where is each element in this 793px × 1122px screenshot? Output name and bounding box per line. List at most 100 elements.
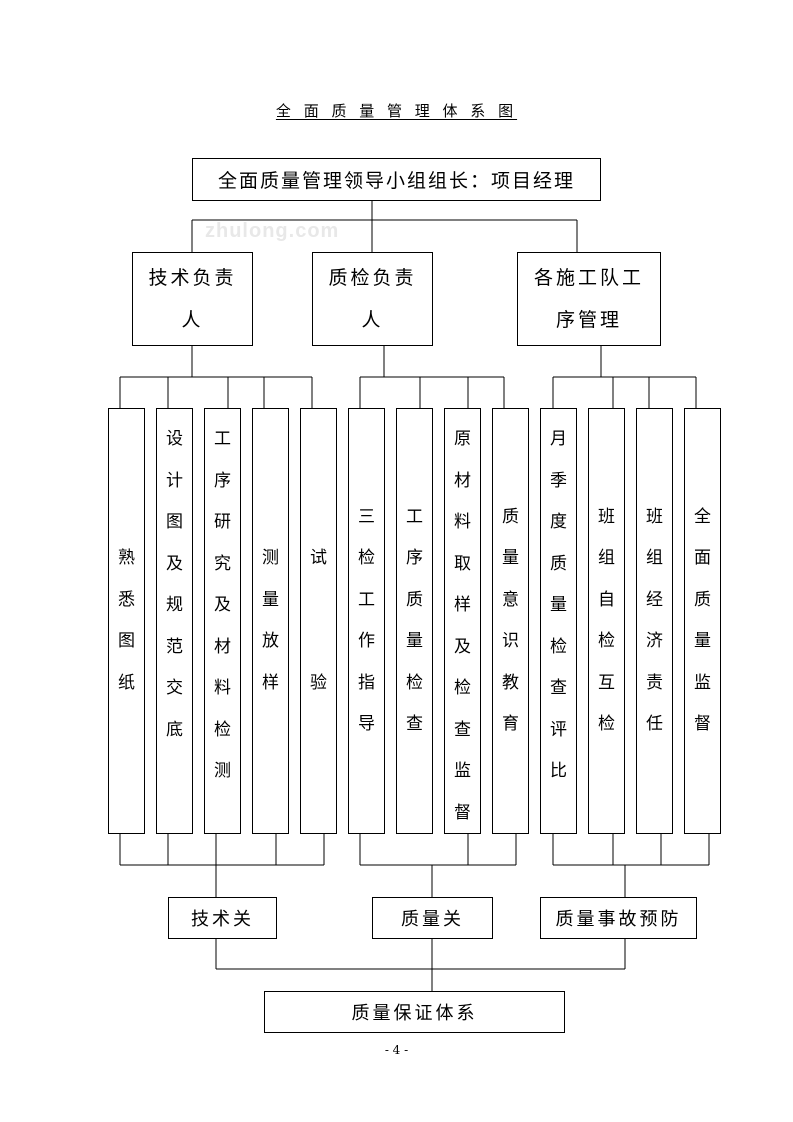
column-char: 质 (550, 553, 567, 574)
task-column: 三检工作指导 (348, 408, 385, 834)
column-char: 熟 (118, 548, 135, 568)
leader-group-box: 全面质量管理领导小组组长：项目经理 (192, 158, 601, 201)
column-char: 全 (694, 506, 711, 527)
column-char: 料 (454, 512, 471, 532)
tech-lead-box: 技术负责人 (132, 252, 253, 346)
column-char: 督 (454, 802, 471, 823)
column-char: 作 (358, 631, 375, 651)
column-char: 规 (166, 595, 183, 615)
quality-gate-box: 质量关 (372, 897, 493, 939)
watermark: zhulong.com (205, 220, 340, 242)
column-char: 量 (550, 595, 567, 615)
column-char: 究 (214, 553, 231, 574)
accident-prevention-box: 质量事故预防 (540, 897, 697, 939)
column-char: 指 (358, 672, 375, 693)
column-char: 查 (406, 714, 423, 734)
column-char: 互 (598, 672, 615, 693)
column-char: 量 (406, 631, 423, 651)
column-char: 识 (502, 631, 519, 651)
column-char: 试 (310, 548, 327, 568)
column-char: 导 (358, 714, 375, 734)
task-column: 设计图及规范交底 (156, 408, 193, 834)
column-char: 材 (454, 470, 471, 491)
column-char: 放 (262, 631, 279, 651)
column-char: 监 (454, 761, 471, 781)
column-char: 月 (550, 429, 567, 449)
task-column: 班组经济责任 (636, 408, 673, 834)
column-char: 质 (694, 589, 711, 610)
column-char: 督 (694, 714, 711, 734)
column-char: 及 (166, 553, 183, 574)
column-char: 检 (550, 636, 567, 657)
column-char: 济 (646, 631, 663, 651)
column-char: 检 (214, 719, 231, 740)
column-char: 悉 (118, 589, 135, 610)
column-char: 工 (214, 429, 231, 449)
column-char: 图 (166, 512, 183, 532)
column-char: 教 (502, 672, 519, 693)
column-char: 取 (454, 553, 471, 574)
task-column: 月季度质量检查评比 (540, 408, 577, 834)
column-char: 班 (598, 506, 615, 527)
team-process-box: 各施工队工序管理 (517, 252, 661, 346)
column-char: 样 (454, 595, 471, 615)
column-char: 底 (166, 719, 183, 740)
column-char: 度 (550, 512, 567, 532)
column-char: 检 (358, 548, 375, 568)
column-char: 原 (454, 429, 471, 449)
task-column: 熟悉图纸 (108, 408, 145, 834)
column-char: 比 (550, 761, 567, 781)
column-char: 图 (118, 631, 135, 651)
column-char: 工 (358, 589, 375, 610)
qc-lead-box: 质检负责人 (312, 252, 433, 346)
column-char: 监 (694, 672, 711, 693)
task-column: 测量放样 (252, 408, 289, 834)
column-char: 测 (262, 548, 279, 568)
column-char: 料 (214, 678, 231, 698)
column-char: 评 (550, 719, 567, 740)
column-char: 班 (646, 506, 663, 527)
column-char: 材 (214, 636, 231, 657)
column-char: 自 (598, 589, 615, 610)
column-char: 三 (358, 506, 375, 527)
task-column: 原材料取样及检查监督 (444, 408, 481, 834)
quality-assurance-box: 质量保证体系 (264, 991, 565, 1033)
column-char: 查 (454, 719, 471, 740)
column-char: 检 (598, 631, 615, 651)
task-column: 质量意识教育 (492, 408, 529, 834)
column-char: 经 (646, 589, 663, 610)
column-char: 交 (166, 678, 183, 698)
column-char: 序 (406, 548, 423, 568)
column-char: 组 (598, 548, 615, 568)
column-char: 量 (694, 631, 711, 651)
column-char: 面 (694, 548, 711, 568)
column-char: 育 (502, 714, 519, 734)
column-char: 工 (406, 506, 423, 527)
task-column: 班组自检互检 (588, 408, 625, 834)
column-char: 序 (214, 470, 231, 491)
task-column: 全面质量监督 (684, 408, 721, 834)
column-char: 任 (646, 714, 663, 734)
column-char: 及 (214, 595, 231, 615)
task-column: 试验 (300, 408, 337, 834)
column-char: 测 (214, 761, 231, 781)
column-char: 量 (262, 589, 279, 610)
column-char: 检 (598, 714, 615, 734)
column-char: 样 (262, 672, 279, 693)
column-char: 设 (166, 429, 183, 449)
column-char: 季 (550, 470, 567, 491)
column-char: 组 (646, 548, 663, 568)
column-char: 纸 (118, 672, 135, 693)
column-char: 意 (502, 589, 519, 610)
column-char: 检 (406, 672, 423, 693)
tech-gate-box: 技术关 (168, 897, 277, 939)
task-column: 工序质量检查 (396, 408, 433, 834)
column-char: 范 (166, 636, 183, 657)
column-char: 研 (214, 512, 231, 532)
page-number: - 4 - (384, 1043, 409, 1057)
column-char: 计 (166, 470, 183, 491)
column-char: 验 (310, 672, 327, 693)
column-char: 质 (502, 506, 519, 527)
column-char: 质 (406, 589, 423, 610)
